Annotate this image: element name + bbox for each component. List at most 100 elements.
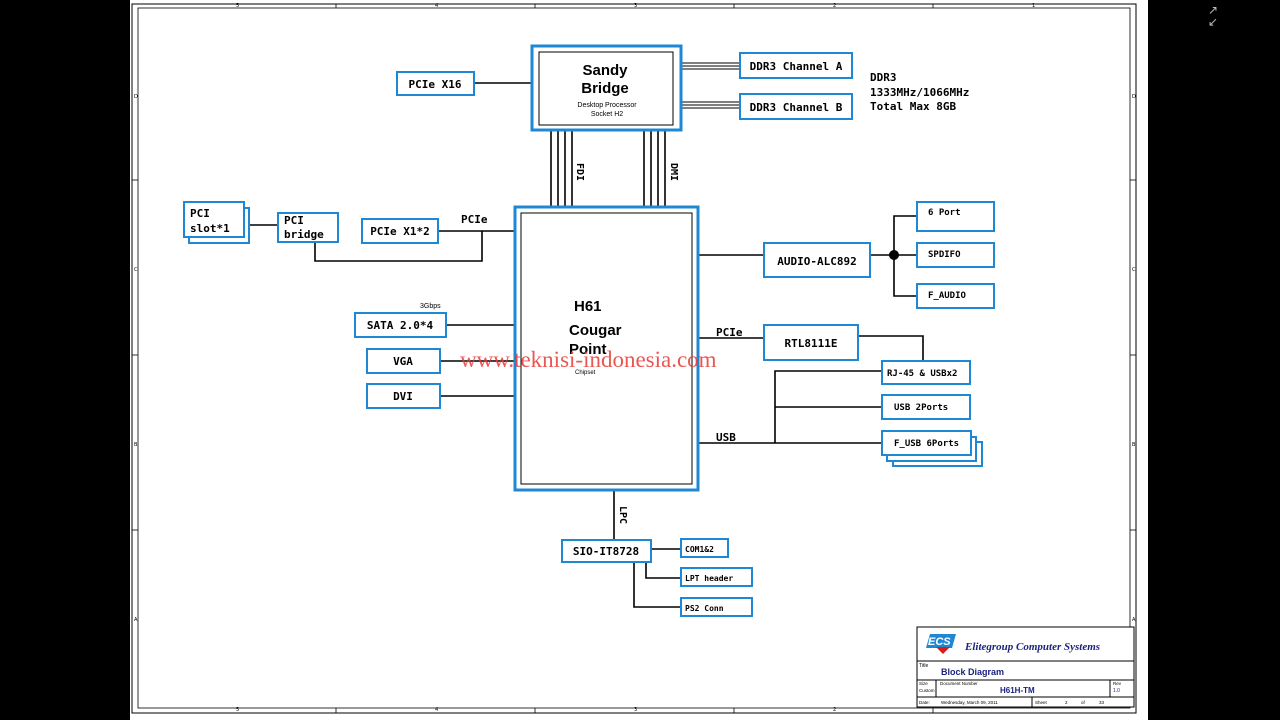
pch-title-line2: Cougar [569,322,622,339]
sheet-label: Sheet [1035,700,1048,705]
ecs-logo-text: ECS [928,636,951,648]
cpu-subtitle-line2: Socket H2 [591,111,623,118]
ecs-logo: ECS [926,634,956,654]
sheet-inner-border [137,7,1131,709]
dmi-label: DMI [668,163,679,181]
border-col-2: 2 [833,3,836,9]
border-ticks [132,4,1136,713]
title-block: ECS Elitegroup Computer Systems Title Bl… [916,626,1135,708]
block-diagram: 5 4 3 2 1 5 4 3 2 D C B A D C B A [131,3,1137,714]
lpt-header-box [680,567,753,587]
pcie-label-right: PCIe [716,326,743,339]
super-io-label: SIO-IT8728 [573,545,639,558]
lan-controller-box [763,324,859,361]
front-usb-block: F_USB 6Ports [881,430,983,467]
com-port-label: COM1&2 [685,545,714,554]
border-col-bottom-5: 5 [236,707,239,713]
border-row-right-d: D [1132,94,1136,100]
sata-box [354,312,447,338]
pci-slot-line2: slot*1 [190,222,230,235]
sata-speed-label: 3Gbps [420,303,441,310]
front-usb-label: F_USB 6Ports [894,439,959,449]
pci-slot-block: PCI slot*1 [183,201,250,244]
pch-title-line3: Point [569,341,607,358]
lpc-label: LPC [617,506,628,524]
border-row-c: C [134,267,138,273]
wires [250,62,924,608]
title-field-label: Title [919,663,928,669]
date-value: Wednesday, March 09, 2011 [941,700,998,705]
ddr3-channel-a-label: DDR3 Channel A [750,60,843,73]
pcie-x1-label: PCIe X1*2 [370,225,430,238]
cpu-block: Sandy Bridge Desktop Processor Socket H2 [530,44,683,132]
dvi-box [366,383,441,409]
date-label: Date: [919,700,930,705]
of-label: of [1081,700,1086,705]
border-row-a: A [134,617,138,623]
drawing-title: Block Diagram [941,667,1004,677]
pch-subtitle: Chipset [575,370,596,376]
rev-value: 1.0 [1113,688,1120,694]
schematic-sheet: 5 4 3 2 1 5 4 3 2 D C B A D C B A [130,0,1148,720]
fullscreen-icon[interactable]: ↗↙ [1207,3,1218,29]
rj45-usb-label: RJ-45 & USBx2 [887,369,957,379]
cpu-title-line2: Bridge [581,80,629,97]
ddr-info-line3: Total Max 8GB [870,100,956,113]
audio-6port-label: 6 Port [928,208,961,218]
usb-bus-label: USB [716,431,736,444]
pch-title-line1: H61 [574,298,602,315]
cpu-subtitle-line1: Desktop Processor [577,102,637,109]
border-row-right-b: B [1132,442,1136,448]
pcie-x16-label: PCIe X16 [409,78,462,91]
audio-faudio-label: F_AUDIO [928,291,967,301]
pcie-x1-box [361,218,439,244]
company-name: Elitegroup Computer Systems [964,641,1100,653]
ddr-info-line2: 1333MHz/1066MHz [870,86,969,99]
ddr3-channel-b-label: DDR3 Channel B [750,101,843,114]
border-col-bottom-2: 2 [833,707,836,713]
com-port-box [680,538,729,558]
border-col-bottom-3: 3 [634,707,637,713]
pcie-x16-box [396,71,475,96]
vga-box [366,348,441,374]
sheet-border [131,3,1137,714]
usb-2ports-label: USB 2Ports [894,403,948,413]
border-row-d: D [134,94,138,100]
pci-bridge-box [277,212,339,243]
usb-2ports-box [881,394,971,420]
ddr-info-line1: DDR3 [870,71,897,84]
pci-bridge-line1: PCI [284,214,304,227]
vga-label: VGA [393,355,413,368]
ddr3-channel-b-box [739,93,853,120]
border-col-3: 3 [634,3,637,9]
audio-codec-label: AUDIO-ALC892 [777,255,856,268]
cpu-title-line1: Sandy [582,62,628,79]
ps2-conn-label: PS2 Conn [685,604,724,613]
sheet-number: 2 [1065,700,1068,705]
audio-codec-box [763,242,871,278]
ddr3-channel-a-box [739,52,853,79]
document-number-label: Document Number [940,681,978,686]
sata-label: SATA 2.0*4 [367,319,434,332]
size-field-value: Custom [919,688,935,693]
pch-block: H61 Cougar Point Chipset [513,205,700,492]
lan-controller-label: RTL8111E [785,337,838,350]
audio-spdifo-box [916,242,995,268]
audio-spdifo-label: SPDIFO [928,250,961,260]
size-field-label: Size [919,681,928,686]
border-row-right-a: A [1132,617,1136,623]
dvi-label: DVI [393,390,413,403]
border-row-b: B [134,442,138,448]
rj45-usb-box [881,360,971,385]
audio-6port-box [916,201,995,232]
border-col-bottom-4: 4 [435,707,438,713]
pci-slot-line1: PCI [190,207,210,220]
audio-faudio-box [916,283,995,309]
ps2-conn-box [680,597,753,617]
super-io-box [561,539,652,563]
document-number: H61H-TM [1000,686,1035,695]
pci-bridge-line2: bridge [284,228,324,241]
audio-junction-dot [889,250,899,260]
border-col-5: 5 [236,3,239,9]
border-col-4: 4 [435,3,438,9]
